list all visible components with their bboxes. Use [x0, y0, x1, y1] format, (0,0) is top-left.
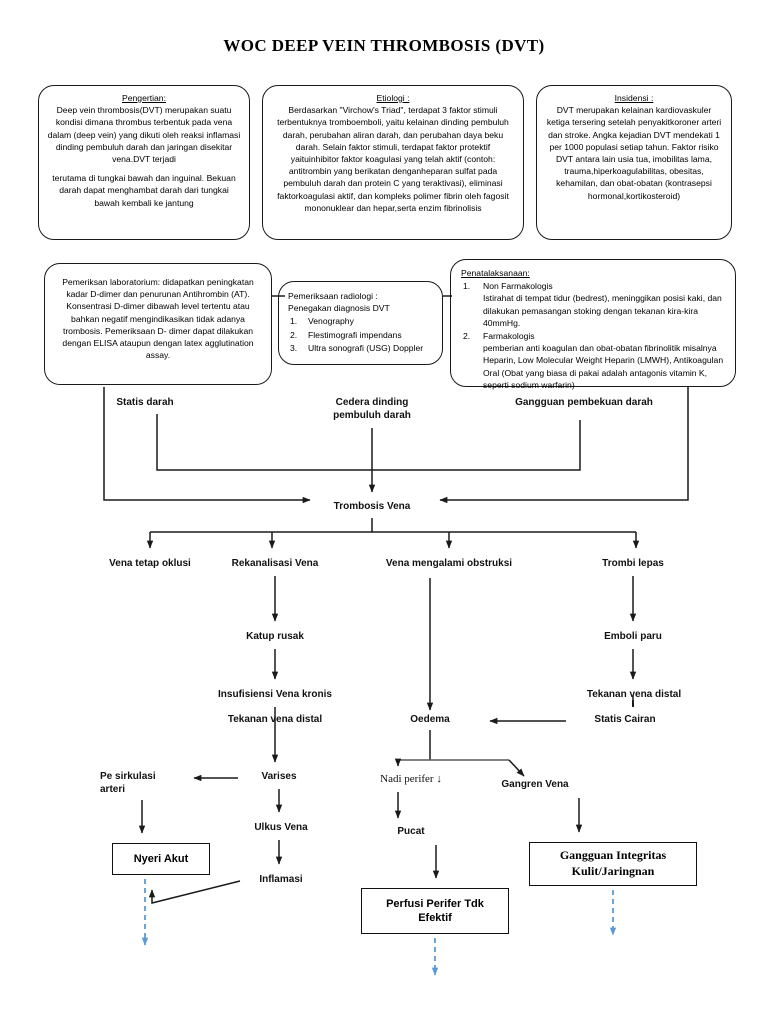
info-box-penatalaksanaan: Penatalaksanaan: 1. Non Farmakologis Ist…: [450, 259, 736, 390]
laboratorium-body: Pemeriksan laboratorium: didapatkan peni…: [62, 277, 254, 361]
node-ulkus-vena: Ulkus Vena: [254, 822, 308, 833]
node-tekanan-vena-distal-left: Tekanan vena distal: [227, 714, 323, 725]
page-title: WOC DEEP VEIN THROMBOSIS (DVT): [223, 36, 545, 55]
penatalaksanaan-heading: Penatalaksanaan:: [461, 268, 530, 278]
item-label: Farmakologis: [483, 331, 535, 342]
info-box-insidensi: Insidensi : DVT merupakan kelainan kardi…: [536, 85, 732, 240]
insidensi-body: DVT merupakan kelainan kardiovaskuler ke…: [546, 105, 722, 201]
node-inflamasi: Inflamasi: [259, 874, 303, 885]
outcome-box-gangguan-integritas: Gangguan Integritas Kulit/Jaringnan: [529, 842, 697, 886]
node-pucat: Pucat: [397, 826, 425, 837]
etiologi-heading: Etiologi :: [376, 93, 410, 103]
list-item: 1. Non Farmakologis Istirahat di tempat …: [461, 280, 725, 329]
radiologi-list: 1.Venography 2.Flestimografi impendans 3…: [288, 315, 433, 354]
node-oedema: Oedema: [410, 714, 450, 725]
node-statis-darah: Statis darah: [116, 397, 174, 408]
info-box-etiologi: Etiologi : Berdasarkan "Virchow's Triad"…: [262, 85, 524, 240]
radiologi-line-1: Pemeriksaan radiologi :: [288, 291, 378, 301]
node-varises: Varises: [261, 771, 297, 782]
info-box-radiologi: Pemeriksaan radiologi : Penegakan diagno…: [278, 281, 443, 365]
info-box-laboratorium: Pemeriksan laboratorium: didapatkan peni…: [44, 263, 272, 385]
item-detail: pemberian anti koagulan dan obat-obatan …: [483, 343, 724, 390]
etiologi-body: Berdasarkan "Virchow's Triad", terdapat …: [277, 105, 509, 213]
node-statis-cairan: Statis Cairan: [594, 714, 656, 725]
node-pe-sirkulasi-arteri: Pe sirkulasi arteri: [100, 771, 156, 795]
node-vena-mengalami-obstruksi: Vena mengalami obstruksi: [385, 558, 513, 569]
radiologi-line-2: Penegakan diagnosis DVT: [288, 303, 390, 314]
node-vena-tetap-oklusi: Vena tetap oklusi: [109, 558, 191, 569]
item-label: Non Farmakologis: [483, 281, 553, 292]
node-trombosis-vena: Trombosis Vena: [333, 501, 411, 512]
node-gangguan-pembekuan: Gangguan pembekuan darah: [515, 397, 653, 408]
outcome-box-perfusi-perifer: Perfusi Perifer Tdk Efektif: [361, 888, 509, 934]
pengertian-heading: Pengertian:: [122, 93, 166, 103]
node-emboli-paru: Emboli paru: [604, 631, 662, 642]
node-nadi-perifer: Nadi perifer ↓: [380, 773, 442, 785]
node-trombi-lepas: Trombi lepas: [602, 558, 664, 569]
penatalaksanaan-list: 1. Non Farmakologis Istirahat di tempat …: [461, 280, 725, 391]
info-box-pengertian: Pengertian: Deep vein thrombosis(DVT) me…: [38, 85, 250, 240]
list-item: 2. Farmakologis pemberian anti koagulan …: [463, 331, 724, 390]
list-item: 2.Flestimografi impendans: [290, 329, 402, 340]
node-gangren-vena: Gangren Vena: [501, 779, 569, 790]
insidensi-heading: Insidensi :: [614, 93, 654, 103]
node-cedera-dinding: Cedera dinding pembuluh darah: [333, 397, 411, 421]
item-detail: Istirahat di tempat tidur (bedrest), men…: [483, 293, 722, 328]
list-item: 3.Ultra sonografi (USG) Doppler: [290, 342, 424, 353]
node-insufisiensi-vena-kronis: Insufisiensi Vena kronis: [218, 689, 332, 700]
pengertian-paragraph-1: Deep vein thrombosis(DVT) merupakan suat…: [47, 105, 241, 165]
node-rekanalisasi-vena: Rekanalisasi Vena: [231, 558, 319, 569]
list-item: 1.Venography: [290, 316, 354, 327]
node-tekanan-vena-distal-right: Tekanan vena distal: [586, 689, 682, 700]
outcome-box-nyeri-akut: Nyeri Akut: [112, 843, 210, 875]
node-katup-rusak: Katup rusak: [246, 631, 304, 642]
pengertian-paragraph-2: terutama di tungkai bawah dan inguinal. …: [52, 173, 236, 208]
